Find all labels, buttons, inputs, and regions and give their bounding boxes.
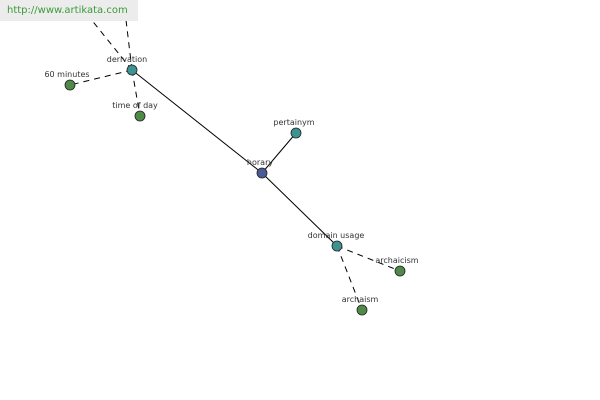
node-label-archaicism: archaicism [375, 256, 418, 265]
node-archaicism[interactable] [394, 265, 406, 277]
node-label-archaism: archaism [342, 295, 379, 304]
node-horary[interactable] [256, 167, 268, 179]
node-time-of-day[interactable] [134, 110, 146, 122]
url-watermark: http://www.artikata.com [0, 0, 138, 21]
edge-horary-pertainym [261, 132, 297, 174]
node-label-pertainym: pertainym [273, 118, 314, 127]
node-label-domain-usage: domain usage [308, 231, 365, 240]
node-label-time-of-day: time of day [112, 101, 158, 110]
node-label-derivation: derivation [107, 55, 147, 64]
edge-domain_usage-archaicism [336, 245, 401, 272]
edge-derivation-offscreen-2 [125, 19, 133, 71]
node-label-horary: horary [247, 158, 273, 167]
edge-domain_usage-archaism [336, 245, 363, 311]
node-pertainym[interactable] [290, 127, 302, 139]
edge-horary-domain_usage [261, 172, 338, 247]
node-archaism[interactable] [356, 304, 368, 316]
node-derivation[interactable] [126, 64, 138, 76]
node-label-sixty-minutes: 60 minutes [44, 70, 89, 79]
node-domain-usage[interactable] [331, 240, 343, 252]
node-sixty-minutes[interactable] [64, 79, 76, 91]
url-watermark-text: http://www.artikata.com [7, 5, 128, 16]
edge-derivation-time_of_day [131, 69, 141, 117]
edge-derivation-offscreen-1 [89, 17, 133, 71]
edge-horary-derivation [131, 69, 263, 174]
